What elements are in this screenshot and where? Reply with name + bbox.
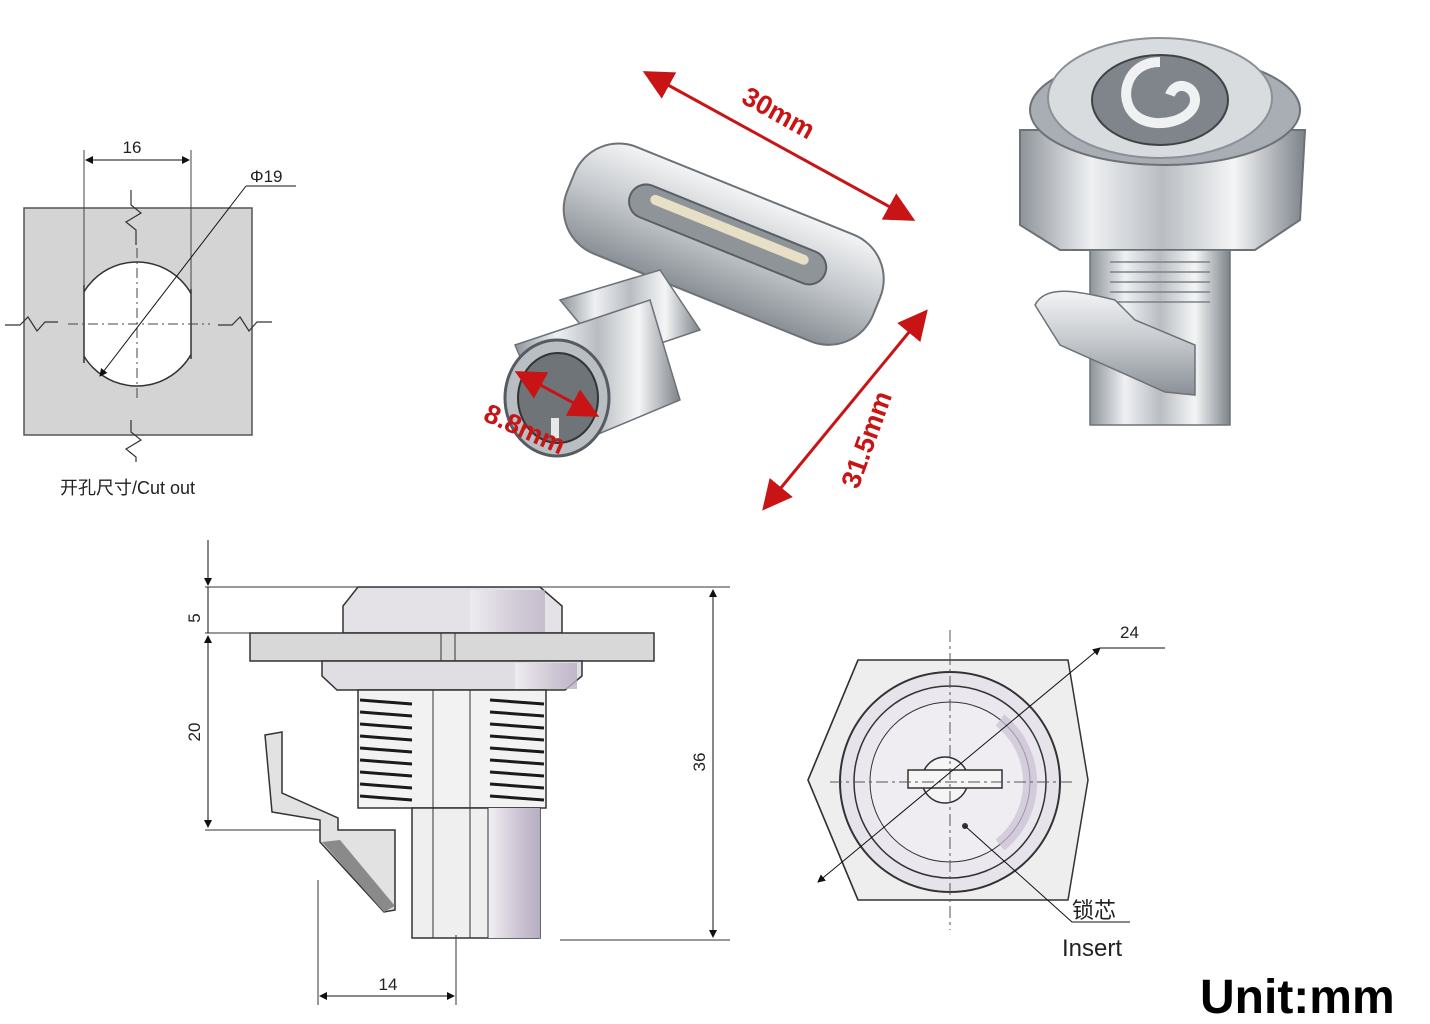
side-head-label: 5 [185,613,204,622]
dim-arrow-31-5mm [762,309,928,511]
lock-cam [1034,290,1196,396]
cutout-width-label: 16 [123,138,142,157]
key-height-label: 31.5mm [835,387,898,492]
front-insert-leader [964,825,1130,923]
diameter-leader [99,185,247,377]
side-thread-texture [359,698,545,802]
side-view-drawing: 5 20 36 14 [185,540,730,1005]
break-mark-left [5,316,58,332]
break-mark-bottom [124,420,143,462]
front-hex-label: 24 [1120,623,1139,642]
break-mark-right [218,316,272,332]
front-keyway-slot [907,769,1003,789]
side-total-label: 36 [690,753,709,772]
cutout-diameter-label: Φ19 [250,167,282,186]
dim-arrow-30mm [642,71,916,221]
lock-thread-lines [1110,261,1210,303]
lock-hex-nut [1019,129,1307,251]
break-mark-top [124,190,143,245]
lock-photo [1019,37,1307,426]
key-length-label: 30mm [737,81,820,145]
lock-keyway-spiral [1121,57,1201,129]
dim-arrow-8-8mm [514,371,600,417]
front-view-drawing: 24 锁芯 Insert [807,623,1165,962]
front-insert-cn: 锁芯 [1072,898,1116,923]
cutout-caption: 开孔尺寸/Cut out [60,478,195,498]
lock-keyway [1091,54,1229,146]
side-flange [249,632,655,662]
unit-label: Unit:mm [1200,971,1395,1024]
cutout-drawing: 16 Φ19 开孔尺寸/Cut out [5,138,296,498]
side-thread-label: 20 [185,723,204,742]
front-insert-en: Insert [1062,935,1122,962]
front-hex-leader [817,647,1101,883]
key-photo: 30mm 31.5mm 8.8mm [480,71,928,511]
side-width-label: 14 [379,975,398,994]
